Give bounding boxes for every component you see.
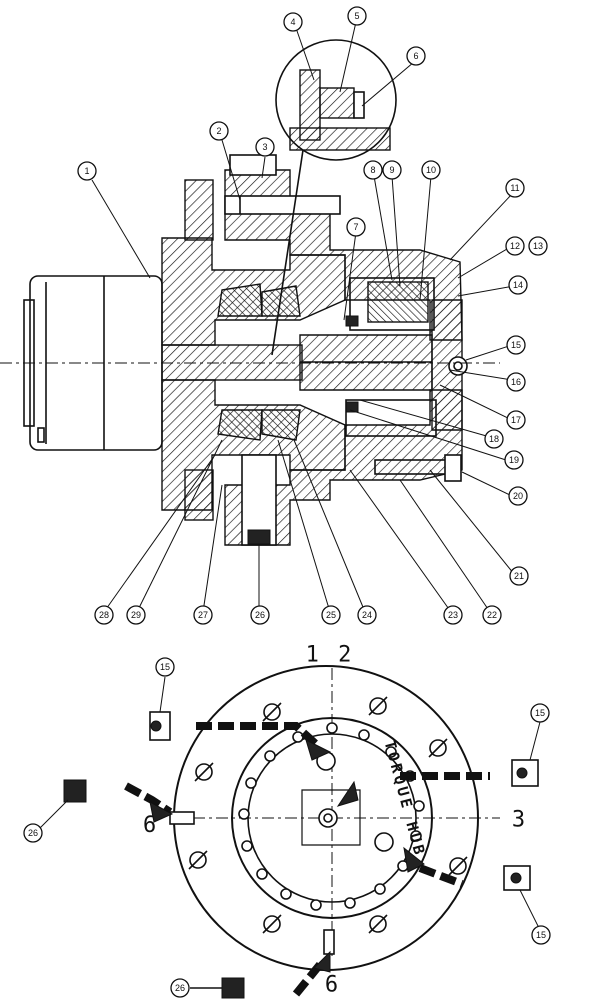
- callout-12: 12: [505, 236, 525, 256]
- callout-23: 23: [443, 605, 463, 625]
- bolt-left: [63, 779, 87, 803]
- svg-text:26: 26: [255, 610, 265, 620]
- cover-plate: [301, 789, 361, 846]
- end-callout-26-bottom: 26: [170, 978, 190, 998]
- svg-text:15: 15: [160, 662, 170, 672]
- bolt-bottom: [190, 977, 245, 999]
- svg-text:18: 18: [489, 434, 499, 444]
- callout-3: 3: [255, 137, 275, 157]
- svg-text:11: 11: [510, 183, 519, 193]
- fill-plug-right: [374, 832, 394, 852]
- callout-21: 21: [509, 566, 529, 586]
- svg-text:15: 15: [536, 930, 546, 940]
- svg-text:28: 28: [99, 610, 109, 620]
- callout-19: 19: [504, 450, 524, 470]
- callout-27: 27: [193, 605, 213, 625]
- svg-text:17: 17: [511, 415, 521, 425]
- hub-bolts: [238, 722, 425, 911]
- svg-text:7: 7: [353, 222, 358, 232]
- svg-text:26: 26: [175, 983, 185, 993]
- cross-section-callouts: 1 2 3 4 5 6 7 8 9 10 11 12 13 14 15 16 1…: [77, 6, 548, 625]
- svg-text:4: 4: [290, 17, 295, 27]
- callout-8: 8: [363, 160, 383, 180]
- leader-lines: [91, 21, 515, 613]
- callout-29: 29: [126, 605, 146, 625]
- center-plug: [318, 808, 338, 828]
- callout-18: 18: [484, 429, 504, 449]
- callout-13: 13: [528, 236, 548, 256]
- callout-11: 11: [505, 178, 525, 198]
- callout-26: 26: [250, 605, 270, 625]
- svg-text:2: 2: [216, 126, 221, 136]
- callout-9: 9: [382, 160, 402, 180]
- callout-22: 22: [482, 605, 502, 625]
- end-callout-15-left: 15: [155, 657, 175, 677]
- callout-17: 17: [506, 410, 526, 430]
- svg-text:27: 27: [198, 610, 208, 620]
- plug-right-upper: [511, 759, 539, 787]
- svg-text:5: 5: [354, 11, 359, 21]
- hub-ring-outer: [231, 717, 433, 919]
- svg-text:22: 22: [487, 610, 497, 620]
- svg-text:24: 24: [362, 610, 372, 620]
- callout-6: 6: [406, 46, 426, 66]
- callout-20: 20: [508, 486, 528, 506]
- svg-text:10: 10: [426, 165, 436, 175]
- callout-5: 5: [347, 6, 367, 26]
- callout-7: 7: [346, 217, 366, 237]
- svg-text:13: 13: [533, 241, 543, 251]
- svg-text:15: 15: [535, 708, 545, 718]
- svg-text:26: 26: [28, 828, 38, 838]
- svg-text:8: 8: [370, 165, 375, 175]
- clock-label-3: 3: [512, 808, 528, 833]
- flange-holes: [188, 696, 468, 934]
- callout-4: 4: [283, 12, 303, 32]
- svg-text:15: 15: [511, 340, 521, 350]
- end-callout-15-right-upper: 15: [530, 703, 550, 723]
- end-callout-15-right-lower: 15: [531, 925, 551, 945]
- svg-text:19: 19: [509, 455, 519, 465]
- plug-top-left: [149, 711, 171, 741]
- end-view: 1 2 3 6 9: [37, 643, 541, 999]
- clock-label-12: 1 2: [306, 643, 355, 668]
- svg-text:9: 9: [389, 165, 394, 175]
- end-callout-26-left: 26: [23, 823, 43, 843]
- bolts: [224, 154, 462, 546]
- svg-text:21: 21: [514, 571, 524, 581]
- svg-text:3: 3: [262, 142, 267, 152]
- clock-label-6: 6: [325, 973, 341, 998]
- svg-text:14: 14: [513, 280, 523, 290]
- callout-25: 25: [321, 605, 341, 625]
- end-view-callouts: 15 15 15 26 26: [23, 657, 551, 998]
- svg-text:25: 25: [326, 610, 336, 620]
- clock-label-9: 9: [140, 810, 156, 835]
- callout-10: 10: [421, 160, 441, 180]
- callout-2: 2: [209, 121, 229, 141]
- svg-text:1: 1: [84, 166, 89, 176]
- svg-text:12: 12: [510, 241, 520, 251]
- callout-16: 16: [506, 372, 526, 392]
- callout-1: 1: [77, 161, 97, 181]
- svg-text:29: 29: [131, 610, 141, 620]
- end-cover: [431, 299, 468, 431]
- svg-text:6: 6: [413, 51, 418, 61]
- detail-inset: [271, 39, 397, 356]
- svg-text:23: 23: [448, 610, 458, 620]
- svg-text:16: 16: [511, 377, 521, 387]
- callout-28: 28: [94, 605, 114, 625]
- plug-right-lower: [503, 865, 531, 891]
- callout-14: 14: [508, 275, 528, 295]
- callout-24: 24: [357, 605, 377, 625]
- bearings: [217, 283, 301, 441]
- svg-text:20: 20: [513, 491, 523, 501]
- cross-section-view: [0, 21, 515, 613]
- callout-15: 15: [506, 335, 526, 355]
